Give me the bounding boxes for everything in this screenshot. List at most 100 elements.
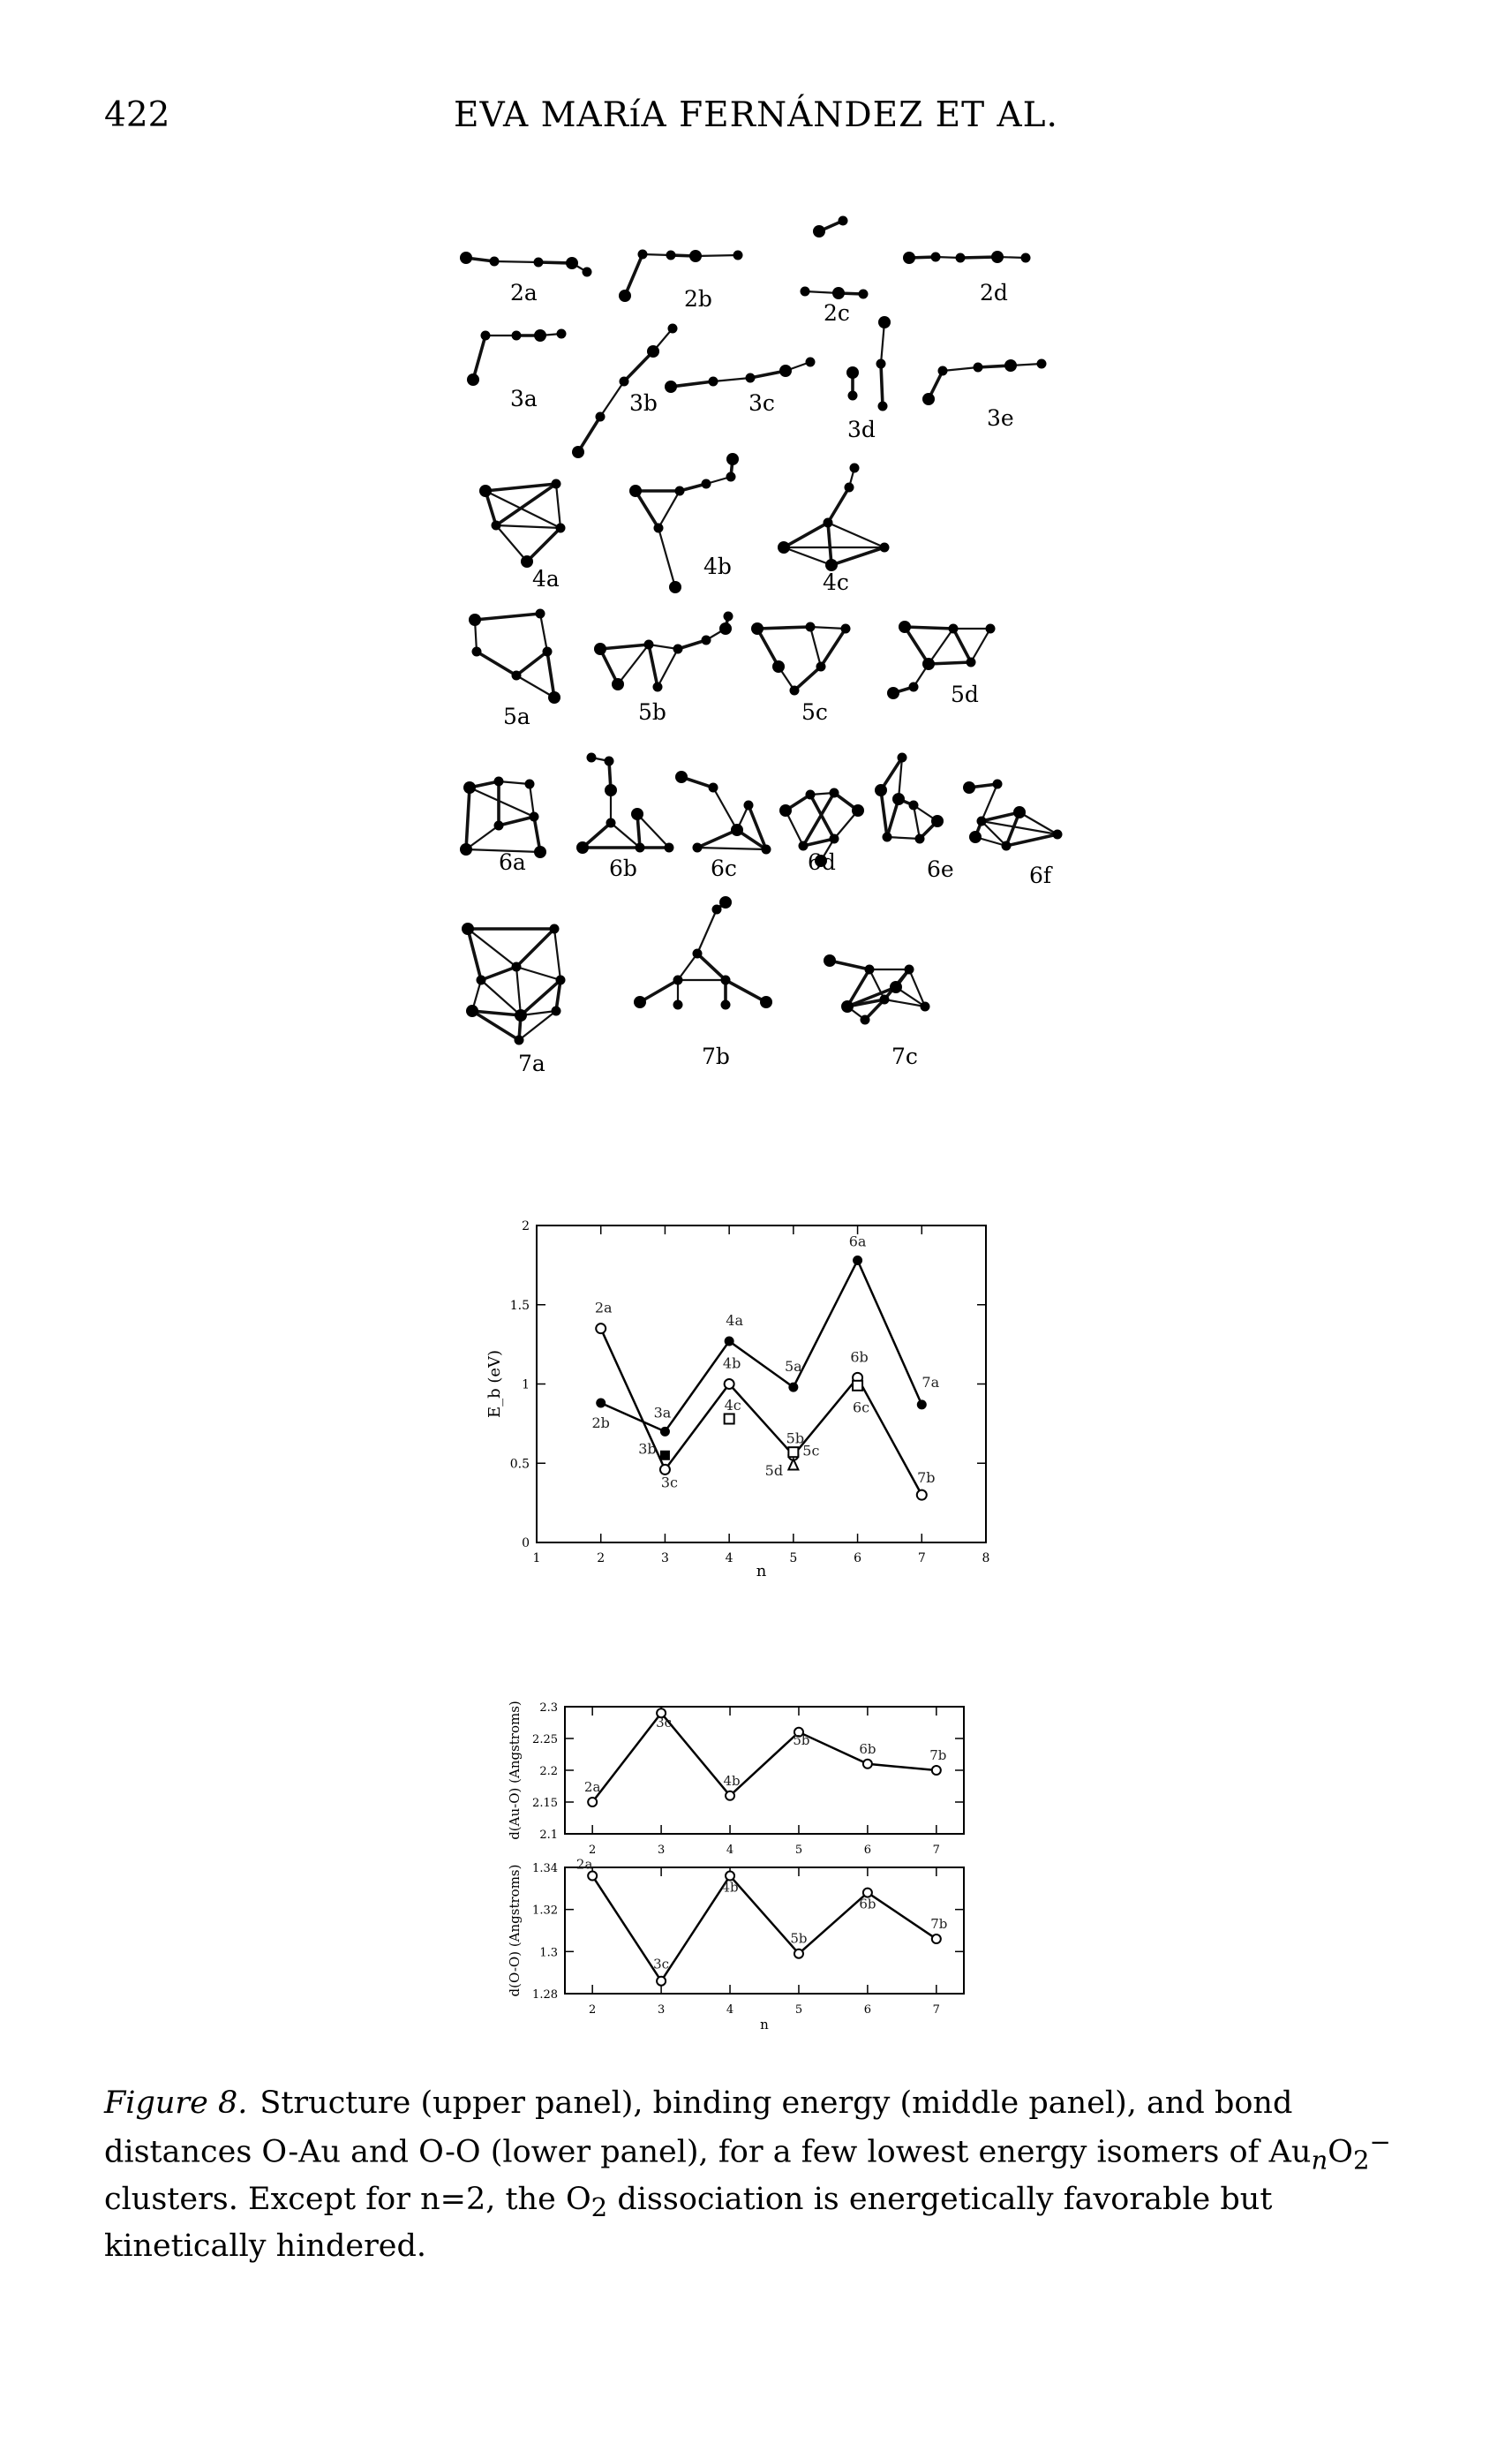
point-label: 3c [661, 1474, 678, 1490]
structure-label-4a: 4a [532, 566, 560, 592]
data-point [852, 1379, 864, 1391]
atom [469, 614, 481, 626]
bond [623, 253, 644, 298]
atom [460, 252, 472, 264]
point-label: 4b [723, 1773, 740, 1789]
cluster-2c [800, 215, 869, 299]
bond [724, 978, 768, 1004]
bond [694, 253, 740, 258]
bond [484, 482, 558, 493]
bond [885, 797, 900, 839]
atom [824, 954, 836, 967]
structure-label-5d: 5d [951, 682, 979, 707]
atom [612, 678, 624, 690]
atom [798, 841, 809, 851]
formula-o-sub: 2 [1352, 2145, 1370, 2176]
bond [553, 927, 562, 982]
atom [805, 622, 816, 632]
atom [920, 1001, 930, 1012]
atom [778, 541, 790, 554]
atom [719, 622, 732, 635]
atom [761, 844, 771, 855]
bond [545, 650, 556, 699]
o2-sub: 2 [591, 2191, 608, 2222]
y-tick-label: 2.3 [539, 1701, 558, 1715]
atom [647, 345, 659, 358]
y-tick-label: 0.5 [510, 1457, 530, 1471]
point-label: 6b [859, 1741, 876, 1757]
bond [826, 486, 851, 524]
structure-label-7a: 7a [518, 1051, 545, 1076]
structure-label-3c: 3c [748, 390, 775, 416]
bond [468, 786, 536, 818]
atom [858, 289, 869, 299]
bond [515, 674, 556, 699]
atom [669, 581, 681, 593]
point-label: 3c [656, 1715, 672, 1731]
atom [922, 658, 935, 670]
bond [879, 756, 904, 792]
data-point [793, 1726, 804, 1738]
atom [634, 996, 646, 1008]
data-point [793, 1948, 804, 1959]
atom [849, 463, 860, 473]
formula-au: Au [1268, 2134, 1312, 2170]
atom [860, 1014, 870, 1025]
point-label: 2a [584, 1779, 601, 1795]
atom [903, 252, 915, 264]
structure-label-2d: 2d [980, 280, 1008, 305]
x-tick-label: 3 [661, 1551, 669, 1565]
bond [793, 665, 823, 692]
y-tick-label: 2.15 [532, 1797, 558, 1810]
atom [635, 842, 645, 853]
data-point [861, 1758, 873, 1769]
atom [751, 622, 764, 635]
x-tick-label: 4 [726, 2003, 733, 2017]
cluster-7a [462, 923, 566, 1045]
bond [538, 612, 549, 653]
bond [969, 627, 992, 664]
y-tick-label: 1.28 [532, 1988, 558, 2002]
structure-label-6c: 6c [711, 856, 737, 881]
point-label: 5d [765, 1462, 783, 1479]
x-tick-label: 6 [854, 1551, 861, 1565]
bond [494, 524, 529, 563]
atom [719, 896, 732, 909]
structure-label-3e: 3e [987, 405, 1014, 431]
data-point [725, 1790, 736, 1801]
y-tick-label: 1.5 [510, 1299, 530, 1313]
atom [566, 257, 578, 269]
atom [852, 804, 864, 817]
bond [515, 650, 549, 677]
atom [779, 804, 792, 817]
atom [985, 623, 996, 634]
bond [809, 625, 823, 668]
bond [782, 521, 830, 549]
bond [676, 952, 699, 982]
x-tick-label: 3 [658, 1844, 665, 1857]
series-line [600, 1257, 923, 1433]
bond [1004, 833, 1059, 848]
cluster-6a [460, 776, 546, 858]
atom [726, 471, 736, 482]
atom [1036, 358, 1047, 369]
cluster-7b [634, 896, 772, 1010]
atom [899, 621, 911, 633]
cluster-3a [467, 328, 567, 386]
atom [521, 555, 533, 568]
point-label: 3b [638, 1440, 656, 1457]
bond [809, 793, 836, 841]
bond [515, 965, 562, 982]
bond [647, 643, 659, 689]
bond [941, 366, 980, 373]
atom [876, 358, 886, 369]
bond [471, 334, 487, 381]
atom [887, 687, 899, 699]
point-label: 5b [790, 1931, 807, 1947]
cluster-4a [479, 479, 566, 568]
bond [980, 819, 1059, 836]
bond [647, 643, 680, 651]
bond [528, 782, 536, 818]
data-point [930, 1765, 942, 1776]
formula-charge: − [1369, 2127, 1391, 2157]
